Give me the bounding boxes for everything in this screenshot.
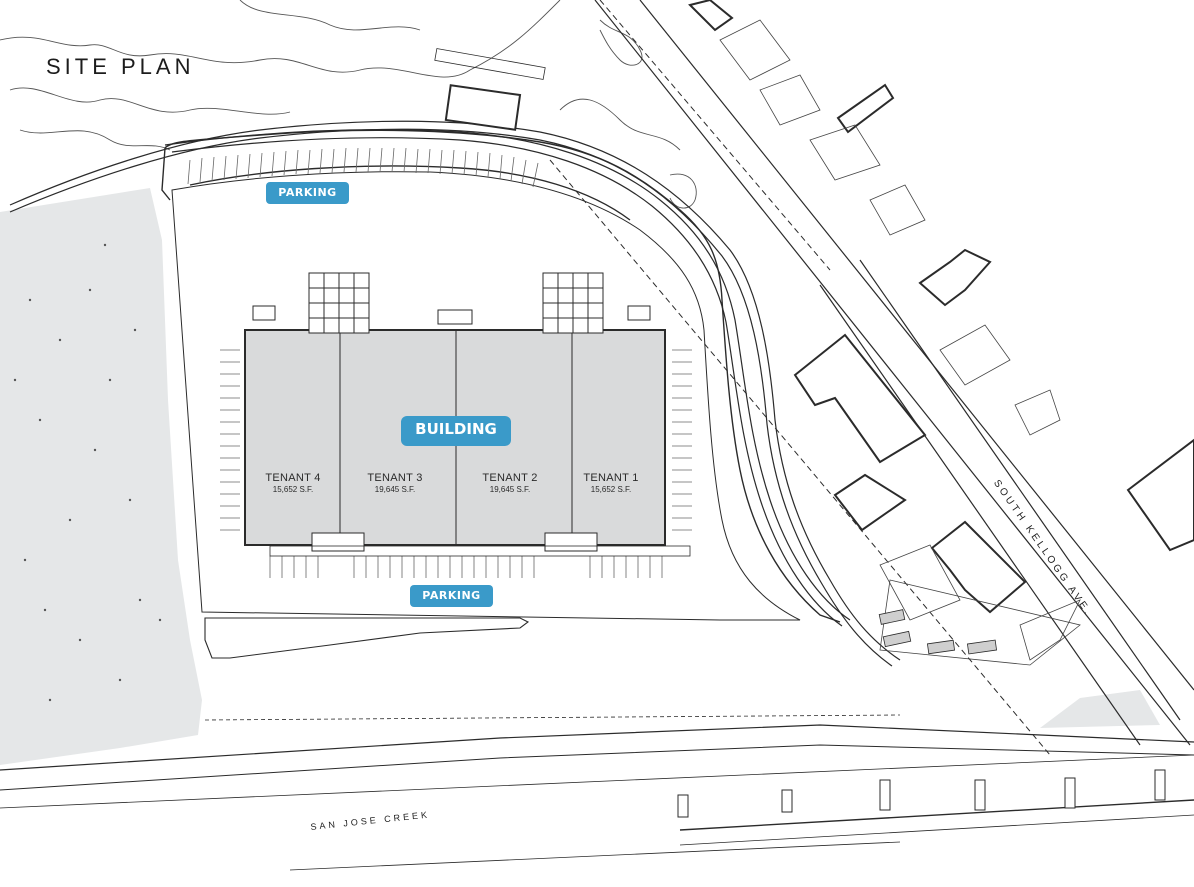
rail-and-creek [0, 714, 1194, 871]
page-title: SITE PLAN [46, 54, 195, 79]
tenant-3: TENANT 3 19,645 S.F. [340, 472, 450, 494]
north-court-west [308, 272, 370, 334]
site-boundary [161, 129, 841, 623]
equipment-pad-east [627, 305, 651, 321]
tenant-area: 15,652 S.F. [272, 485, 314, 494]
north-canopy [434, 48, 546, 80]
parking-stalls-south [269, 556, 663, 578]
offsite-parcels [719, 19, 1081, 666]
tenant-4: TENANT 4 15,652 S.F. [238, 472, 348, 494]
building-label: BUILDING [401, 416, 511, 446]
south-sidewalk [269, 545, 691, 557]
tenant-area: 19,645 S.F. [489, 485, 531, 494]
tenant-2: TENANT 2 19,645 S.F. [455, 472, 565, 494]
south-island [204, 617, 530, 659]
landscape-dots [13, 243, 162, 702]
south-kellogg-ave-road [594, 0, 1194, 746]
equipment-pad [437, 309, 473, 325]
landscape-area-southeast [1040, 690, 1160, 728]
south-entries [311, 532, 598, 552]
parking-stalls-west [220, 349, 240, 531]
tenant-name: TENANT 4 [265, 472, 321, 484]
offsite-buildings [688, 0, 1194, 614]
tenant-name: TENANT 2 [482, 472, 538, 484]
tenant-area: 15,652 S.F. [590, 485, 632, 494]
parking-label-north: PARKING [266, 182, 349, 204]
tenant-name: TENANT 1 [583, 472, 639, 484]
small-structures [878, 609, 998, 655]
parking-stalls-north [187, 147, 539, 188]
building-label-text: BUILDING [415, 420, 497, 438]
landscape-area-west [0, 188, 202, 765]
vegetation-outlines [0, 0, 697, 209]
tenant-name: TENANT 3 [367, 472, 423, 484]
tenant-area: 19,645 S.F. [374, 485, 416, 494]
equipment-pad-west [252, 305, 276, 321]
north-shed [444, 84, 522, 131]
parking-stalls-east [672, 349, 692, 531]
easement-line [549, 0, 1051, 756]
creek-piers [677, 769, 1166, 818]
parking-label-south: PARKING [410, 585, 493, 607]
tenant-1: TENANT 1 15,652 S.F. [556, 472, 666, 494]
north-court-east [542, 272, 604, 334]
